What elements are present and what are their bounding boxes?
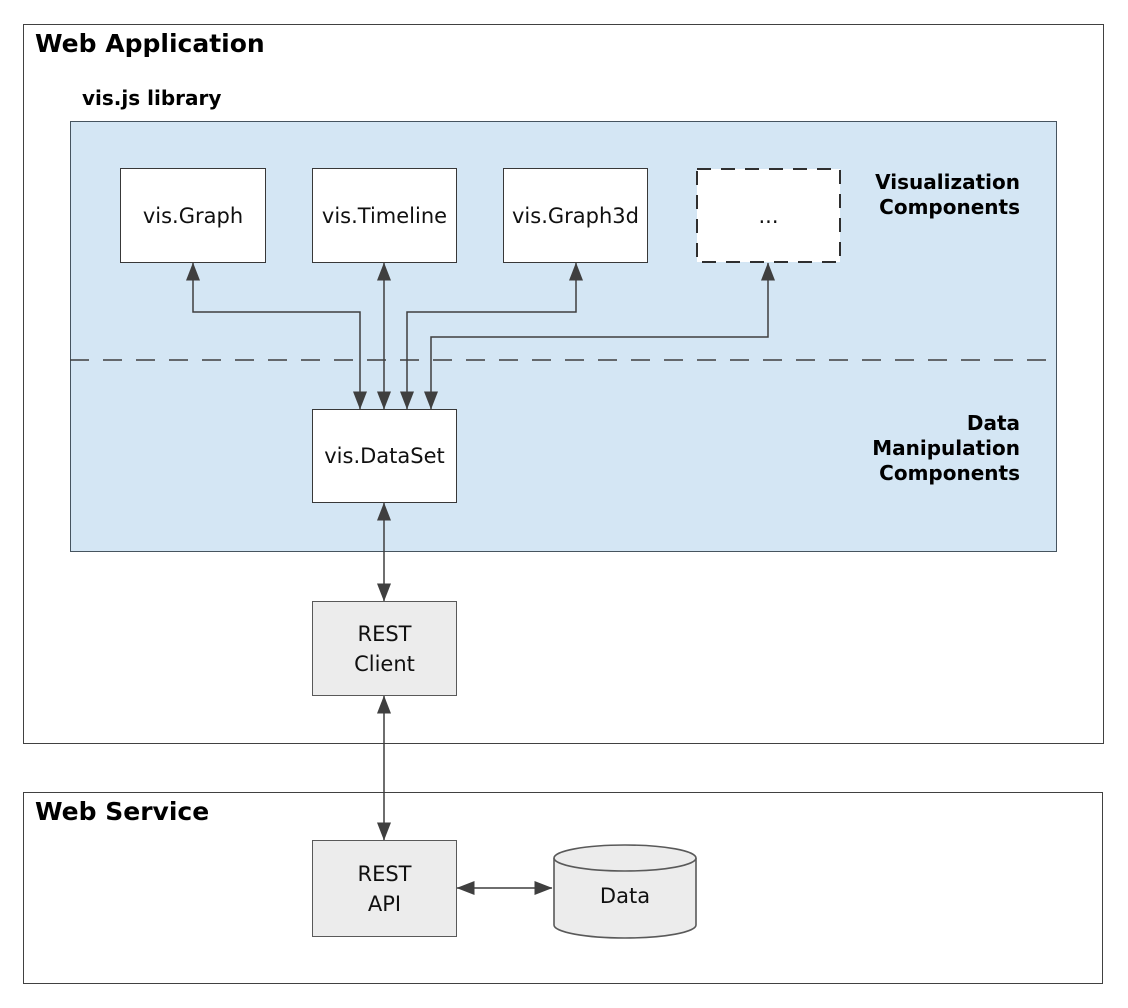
- component-box-more: ...: [696, 168, 841, 263]
- component-label: ...: [758, 203, 779, 228]
- rest-client-label-line: Client: [354, 651, 415, 676]
- section-label-line: Data: [966, 411, 1020, 435]
- rest-api-label-line: REST: [357, 861, 412, 886]
- database-cylinder-icon: [553, 844, 697, 939]
- web-service-title: Web Service: [35, 797, 210, 826]
- component-label: vis.Graph: [142, 203, 244, 228]
- rest-api-box: REST API: [312, 840, 457, 937]
- dataset-box: vis.DataSet: [312, 409, 457, 503]
- section-label-line: Manipulation: [872, 436, 1020, 460]
- rest-client-label-line: REST: [357, 621, 412, 646]
- section-label-line: Visualization: [875, 170, 1020, 194]
- data-store-label: Data: [599, 883, 651, 908]
- component-box-vis-timeline: vis.Timeline: [312, 168, 457, 263]
- web-application-title: Web Application: [35, 29, 265, 58]
- section-label-line: Components: [879, 195, 1020, 219]
- visjs-library-label: vis.js library: [82, 86, 222, 110]
- section-label-data-manipulation-components: Data Manipulation Components: [872, 411, 1020, 486]
- dataset-label: vis.DataSet: [324, 444, 445, 468]
- component-box-vis-graph3d: vis.Graph3d: [503, 168, 648, 263]
- section-label-line: Components: [879, 461, 1020, 485]
- rest-api-label-line: API: [367, 891, 402, 916]
- component-label: vis.Graph3d: [512, 203, 639, 228]
- component-box-vis-graph: vis.Graph: [120, 168, 266, 263]
- component-label: vis.Timeline: [321, 203, 448, 228]
- section-label-visualization-components: Visualization Components: [875, 170, 1020, 220]
- data-store-cylinder: Data: [552, 843, 698, 940]
- rest-client-box: REST Client: [312, 601, 457, 696]
